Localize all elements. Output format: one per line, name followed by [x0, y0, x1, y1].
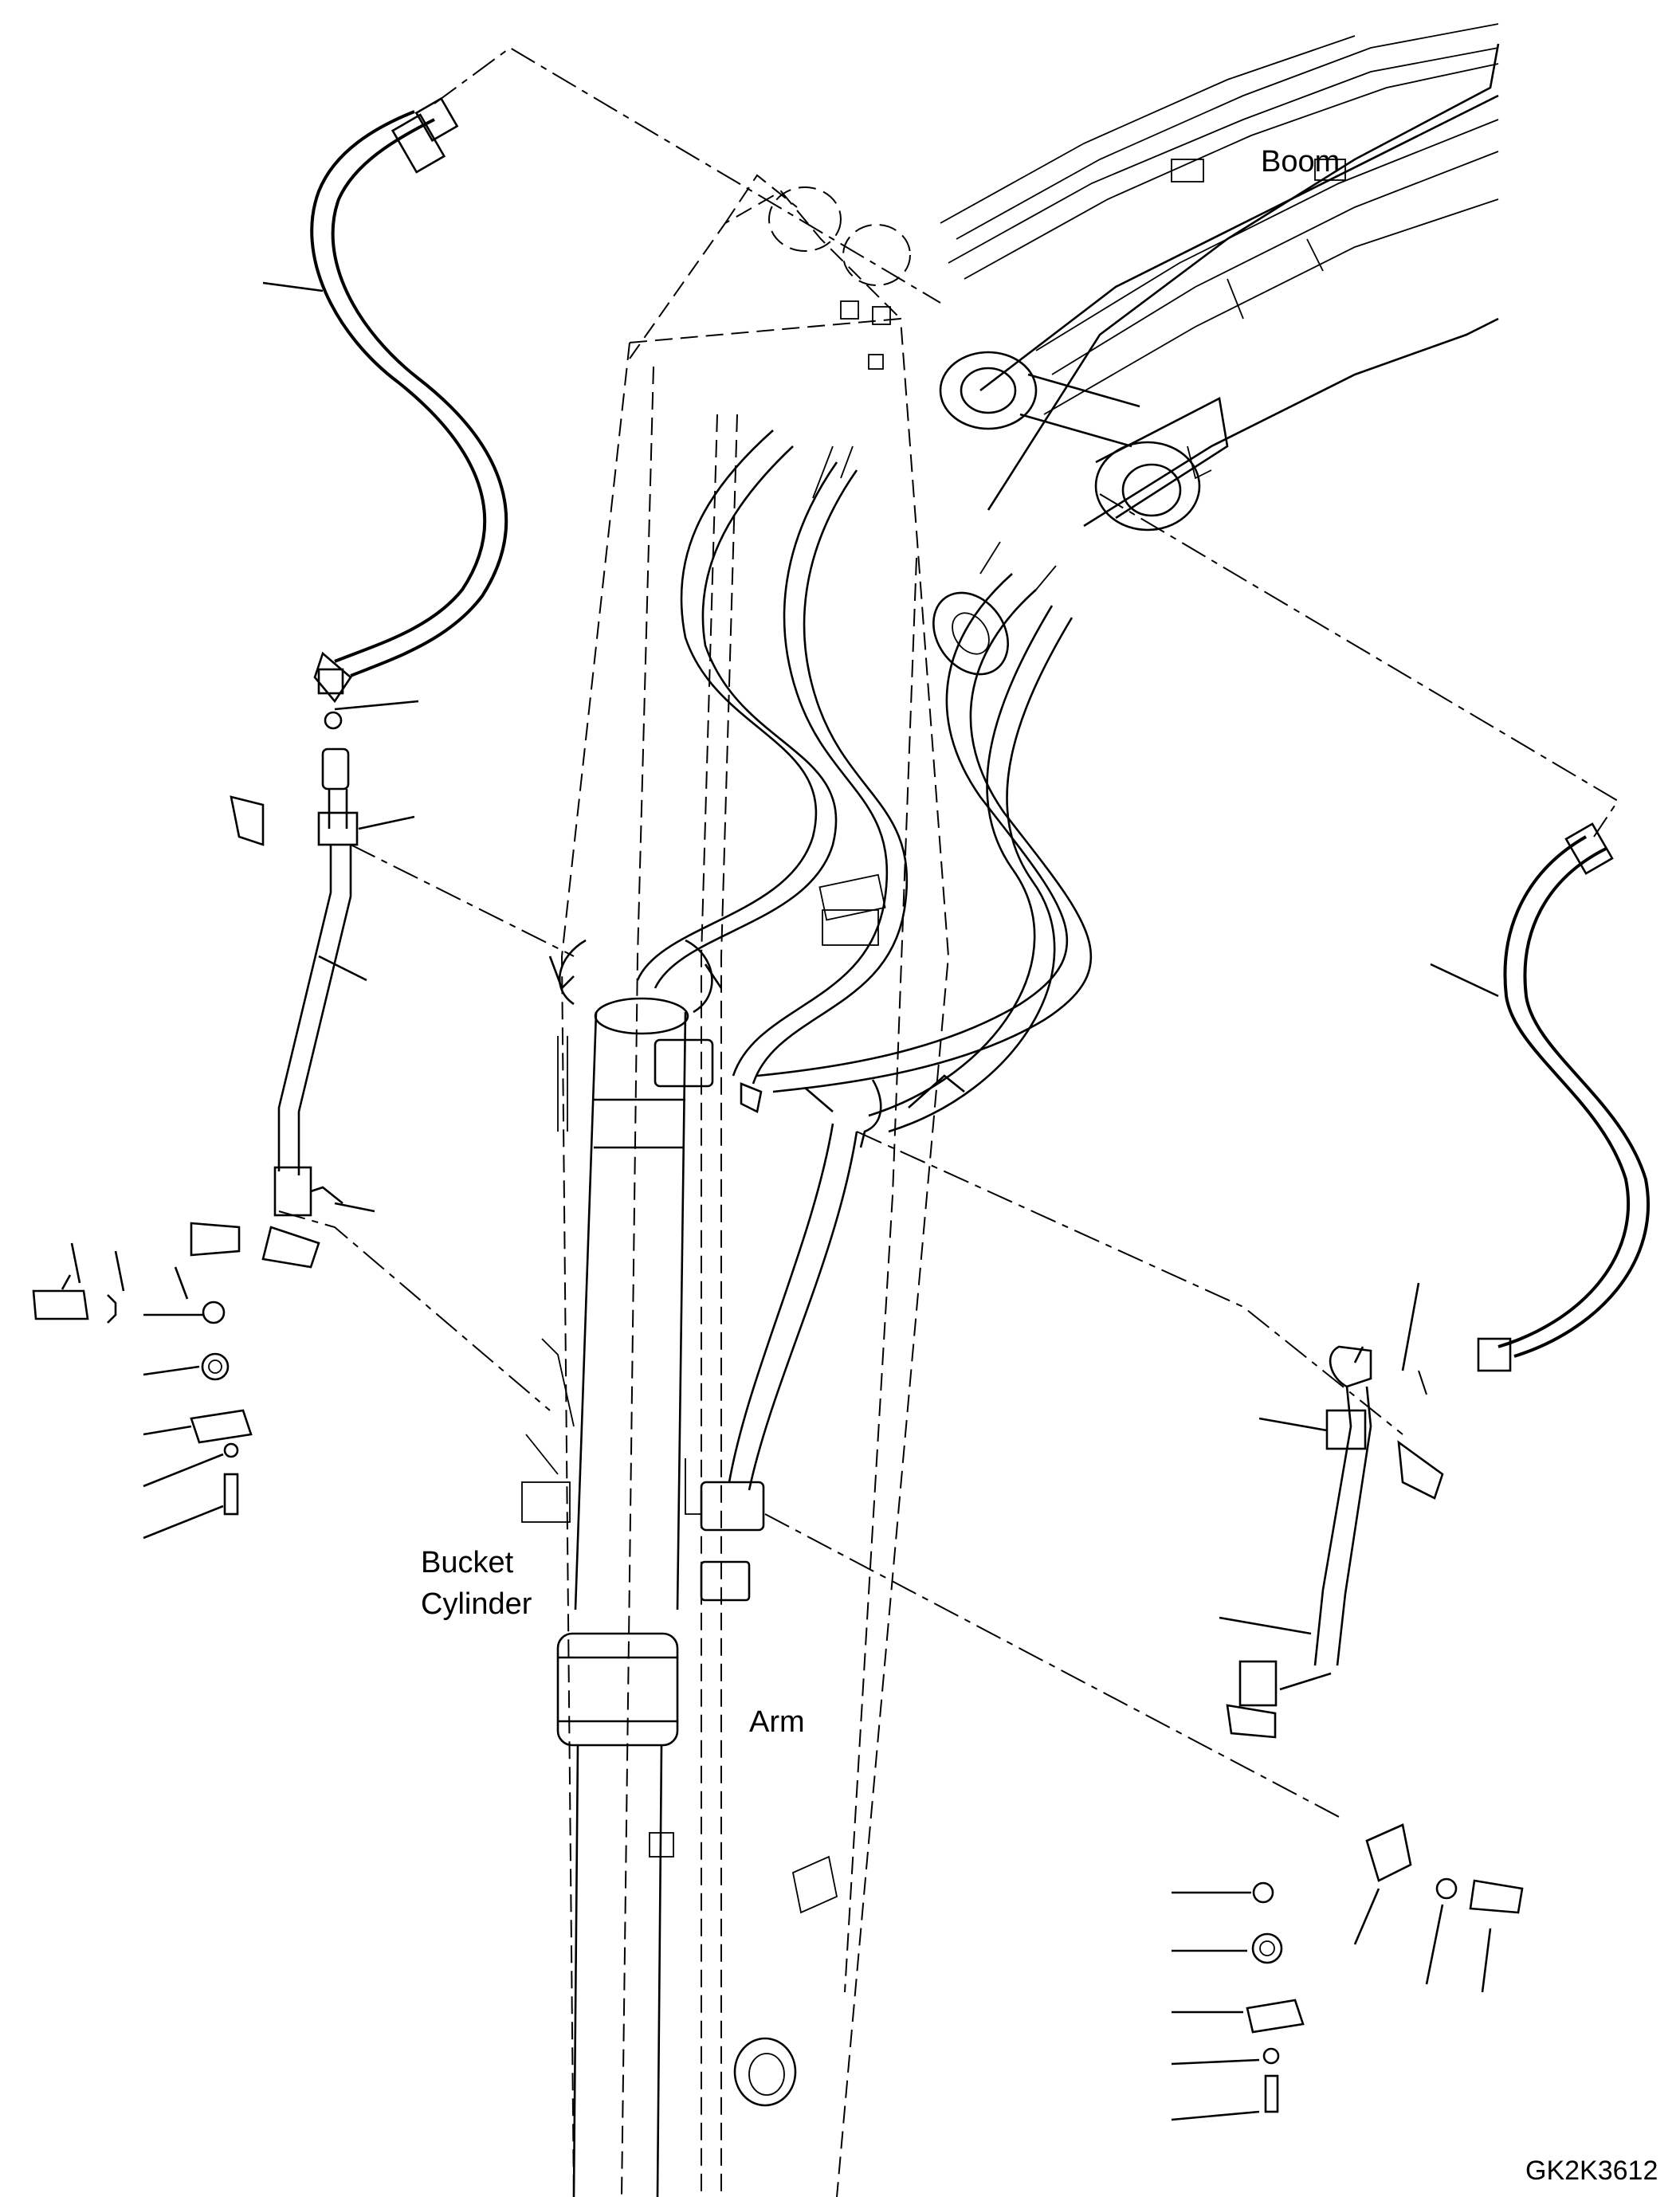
arm-body: [560, 174, 950, 2197]
boom-label: Boom: [1261, 145, 1340, 179]
arm-label: Arm: [749, 1705, 805, 1739]
right-hose-assembly: [1171, 822, 1651, 2121]
bucket-cylinder-label-1: Bucket: [421, 1546, 514, 1579]
left-hose-assembly: [32, 96, 508, 1540]
bucket-cylinder: [521, 939, 723, 2197]
explosion-lines: [278, 46, 1619, 1818]
arm-hose-routing: [636, 430, 1093, 1602]
bucket-cylinder-label-2: Cylinder: [421, 1587, 532, 1621]
boom-assembly: [939, 23, 1500, 532]
drawing-code: GK2K3612: [1525, 2156, 1658, 2186]
